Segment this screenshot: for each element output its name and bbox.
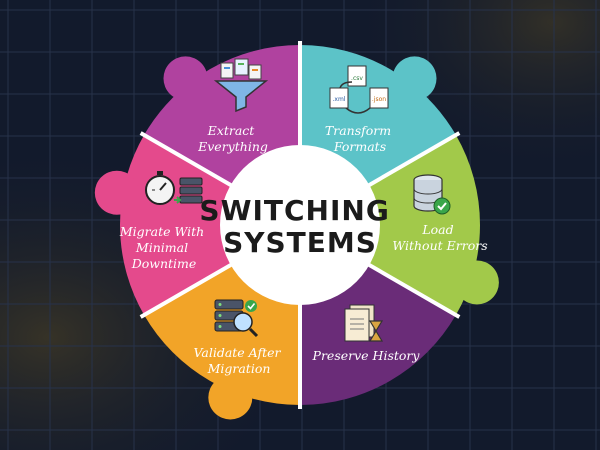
segment-knob-load (454, 260, 499, 305)
segment-knob-migrate (94, 170, 139, 215)
migrate-label: Migrate With Minimal Downtime (119, 224, 208, 271)
load-label: Load Without Errors (392, 222, 487, 253)
segment-knob-extract (163, 56, 208, 101)
stopwatch-server-icon (145, 171, 203, 205)
database-check-icon (413, 174, 451, 215)
segment-knob-validate (208, 375, 253, 420)
center-circle (220, 145, 380, 305)
center-title: SWITCHING SYSTEMS (199, 194, 400, 259)
segment-knob-transform (392, 56, 437, 101)
svg-text:.csv: .csv (351, 75, 363, 82)
csv-xml-json-conversion-icon: .csv .xml .json (329, 65, 389, 114)
transform-label: Transform Formats (325, 123, 395, 154)
svg-text:.json: .json (372, 96, 386, 103)
documents-hourglass-icon (344, 304, 384, 342)
extract-label: Extract Everything (197, 123, 268, 154)
preserve-label: Preserve History (312, 348, 421, 363)
svg-text:.xml: .xml (333, 96, 346, 103)
server-magnifier-check-icon (214, 299, 259, 338)
funnel-documents-icon (213, 58, 269, 113)
validate-label: Validate After Migration (194, 345, 285, 376)
